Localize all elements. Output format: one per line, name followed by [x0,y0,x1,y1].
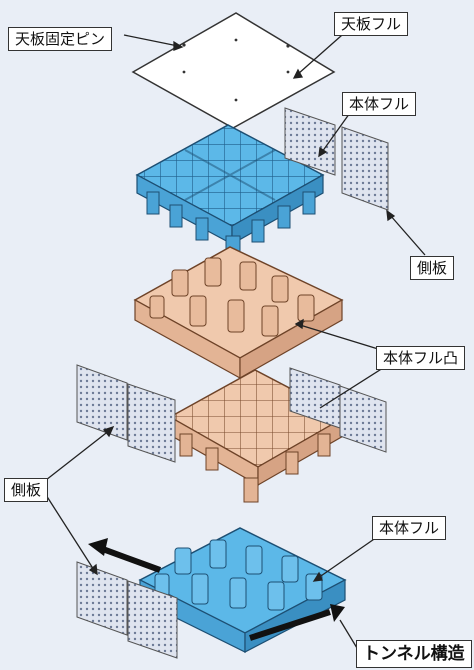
side-plate-middle-right [289,367,387,453]
label-side-plate-left: 側板 [4,478,49,502]
label-side-plate-right: 側板 [410,256,455,280]
label-top-pin: 天板固定ピン [8,27,113,51]
side-plate-middle-left [76,364,176,463]
label-body-convex: 本体フル凸 [376,346,466,370]
tunnel-arrows [88,538,345,641]
leader-lines [45,27,426,654]
label-top-plate: 天板フル [334,12,409,36]
side-plate-lower-left [76,561,178,659]
label-body-full-upper: 本体フル [342,92,417,116]
label-tunnel-structure: トンネル構造 [356,640,472,668]
side-plate-upper-right [284,107,389,211]
body-full-upper [135,124,325,259]
label-body-full-lower: 本体フル [372,516,447,540]
body-convex-unit [133,246,344,380]
top-plate [131,12,336,129]
top-plate-pins [182,38,290,102]
